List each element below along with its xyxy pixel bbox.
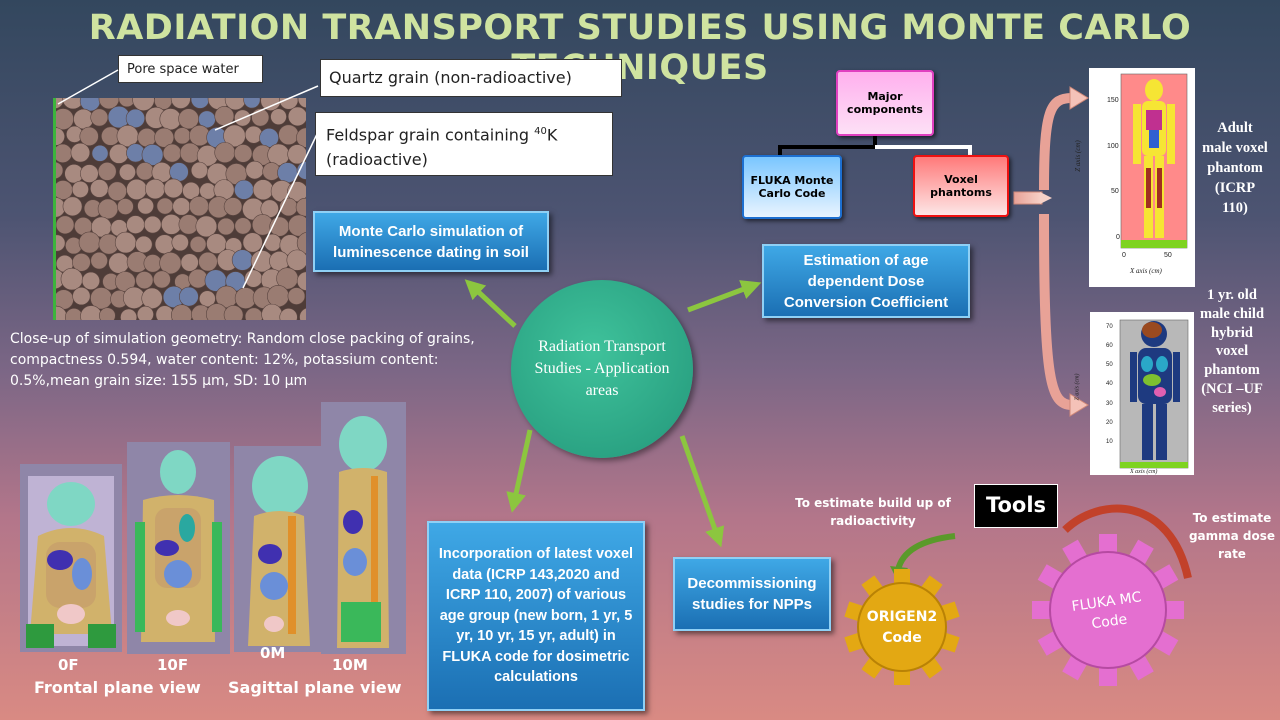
org-right-box: Voxel phantoms	[913, 155, 1009, 217]
frontal-view-label: Frontal plane view	[34, 678, 201, 697]
feldspar-text-a: Feldspar grain containing	[326, 125, 530, 145]
sagittal-view-label: Sagittal plane view	[228, 678, 402, 697]
org-left-box: FLUKA Monte Carlo Code	[742, 155, 842, 219]
decommissioning-box: Decommissioning studies for NPPs	[673, 557, 831, 631]
adult-phantom-plot	[1089, 68, 1195, 287]
phantom-arrows	[1013, 86, 1089, 417]
origen-label: ORIGEN2 Code	[866, 609, 938, 646]
slide-title: RADIATION TRANSPORT STUDIES USING MONTE …	[88, 8, 1192, 88]
view-label-10m: 10M	[332, 656, 368, 674]
child-ytick-10: 10	[1106, 439, 1113, 445]
body-view-10f	[127, 442, 230, 654]
child-ytick-20: 20	[1106, 420, 1113, 426]
view-label-0f: 0F	[58, 656, 79, 674]
child-ytick-60: 60	[1106, 343, 1113, 349]
quartz-label: Quartz grain (non-radioactive)	[320, 59, 622, 97]
soil-grain-image	[44, 87, 328, 329]
soil-caption: Close-up of simulation geometry: Random …	[10, 331, 475, 389]
child-phantom-label: 1 yr. old male child hybrid voxel phanto…	[1199, 287, 1265, 416]
feldspar-text-b: K	[546, 125, 558, 145]
adult-xtick-0: 0	[1122, 252, 1126, 259]
center-circle: Radiation Transport Studies - Applicatio…	[511, 280, 693, 458]
view-label-10f: 10F	[157, 656, 189, 674]
body-view-0f	[20, 464, 122, 652]
soil-pointer-lines	[57, 69, 319, 289]
body-view-0m	[234, 446, 322, 652]
adult-ytick-150: 150	[1107, 97, 1119, 104]
adult-xtick-50: 50	[1164, 252, 1172, 259]
age-dcc-box: Estimation of age dependent Dose Convers…	[762, 244, 970, 318]
org-left-text: FLUKA Monte Carlo Code	[750, 174, 834, 200]
view-label-0m: 0M	[260, 644, 286, 662]
child-ytick-30: 30	[1106, 401, 1113, 407]
voxel-incorp-text: Incorporation of latest voxel data (ICRP…	[438, 546, 634, 686]
tools-heading: Tools	[974, 484, 1058, 528]
child-phantom-plot	[1090, 312, 1194, 475]
adult-plot-x-label: X axis (cm)	[1130, 267, 1162, 275]
pore-water-label: Pore space water	[118, 55, 263, 83]
body-view-10m	[321, 402, 406, 654]
adult-phantom-label: Adult male voxel phantom (ICRP 110)	[1202, 120, 1268, 216]
child-plot-y-label: Z axis (cm)	[1074, 373, 1081, 401]
feldspar-label: Feldspar grain containing 40K (radioacti…	[315, 112, 613, 176]
adult-ytick-100: 100	[1107, 143, 1119, 150]
feldspar-superscript: 40	[534, 126, 547, 137]
mc-luminescence-box: Monte Carlo simulation of luminescence d…	[313, 211, 549, 272]
child-ytick-50: 50	[1106, 362, 1113, 368]
adult-plot-y-label: Z axis (cm)	[1073, 140, 1082, 172]
buildup-note: To estimate build up of radioactivity	[795, 496, 951, 528]
org-root-text: Major components	[847, 90, 923, 116]
age-dcc-text: Estimation of age dependent Dose Convers…	[783, 251, 949, 311]
fluka-gear: FLUKA MC Code	[1028, 530, 1188, 690]
org-root-box: Major components	[836, 70, 934, 136]
child-plot-x-label: X axis (cm)	[1130, 469, 1158, 475]
child-ytick-40: 40	[1106, 381, 1113, 387]
adult-ytick-50: 50	[1111, 188, 1119, 195]
feldspar-text-c: (radioactive)	[326, 150, 428, 170]
decommissioning-text: Decommissioning studies for NPPs	[687, 575, 817, 613]
adult-ytick-0: 0	[1116, 234, 1120, 241]
center-circle-text: Radiation Transport Studies - Applicatio…	[534, 338, 670, 399]
org-right-text: Voxel phantoms	[930, 173, 992, 199]
gamma-note: To estimate gamma dose rate	[1188, 511, 1276, 561]
voxel-incorp-box: Incorporation of latest voxel data (ICRP…	[427, 521, 645, 711]
child-ytick-70: 70	[1106, 324, 1113, 330]
origen-gear: ORIGEN2 Code	[838, 565, 966, 690]
mc-luminescence-text: Monte Carlo simulation of luminescence d…	[333, 222, 529, 261]
